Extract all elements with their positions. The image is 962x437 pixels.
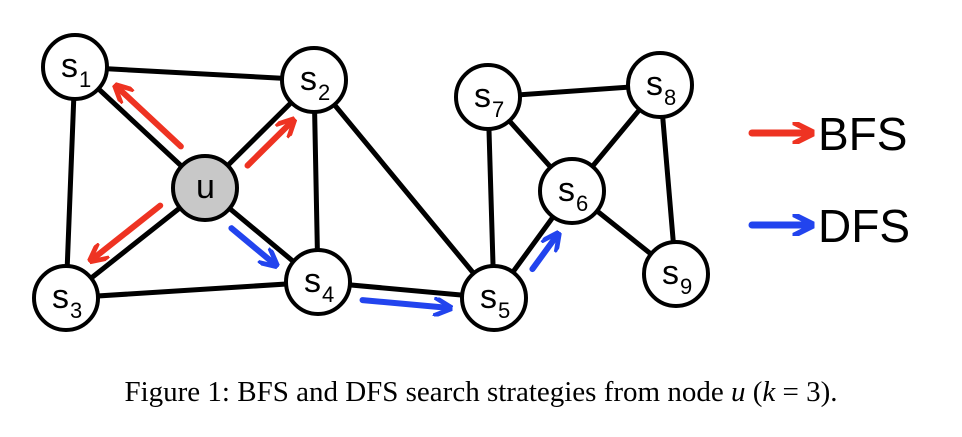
edge-s1-s2 <box>72 64 317 83</box>
bfs-arrow-u-s2 <box>244 122 292 169</box>
legend: BFS DFS <box>748 108 910 252</box>
edge-s3-s4 <box>63 279 321 301</box>
node-label-s8: s <box>646 65 663 103</box>
node-circle-s6 <box>538 157 606 225</box>
caption-equals: = 3). <box>775 376 838 408</box>
figure-caption: Figure 1: BFS and DFS search strategies … <box>0 376 962 409</box>
node-sub-s8: 8 <box>664 85 676 110</box>
node-circle-u <box>171 154 239 222</box>
node-circle-s3 <box>32 264 100 332</box>
caption-var-k: k <box>762 376 776 408</box>
node-circle-s8 <box>626 51 694 119</box>
edge-s2-s5 <box>311 77 497 301</box>
node-label-s1: s <box>61 47 78 85</box>
node-circle-s9 <box>642 240 710 308</box>
legend-bfs-label: BFS <box>818 108 907 160</box>
dfs-arrow-u-s4 <box>228 225 273 263</box>
node-circle-s2 <box>280 46 348 114</box>
node-label-s5: s <box>480 278 497 316</box>
node-label-s4: s <box>304 262 321 300</box>
node-sub-s1: 1 <box>79 67 91 92</box>
node-label-s7: s <box>474 77 491 115</box>
node-circle-s5 <box>460 264 528 332</box>
node-label-s3: s <box>52 278 69 316</box>
node-circle-s1 <box>41 33 109 101</box>
node-label-s9: s <box>662 254 679 292</box>
legend-dfs-label: DFS <box>818 200 910 252</box>
node-u: u <box>171 154 239 222</box>
node-sub-s3: 3 <box>70 298 82 323</box>
edge-s1-s3 <box>63 64 78 301</box>
search-arrows <box>93 88 556 308</box>
caption-var-u: u <box>730 376 746 408</box>
node-label-s6: s <box>558 171 575 209</box>
node-circle-s4 <box>284 248 352 316</box>
node-sub-s2: 2 <box>318 80 330 105</box>
node-sub-s7: 7 <box>492 97 504 122</box>
node-sub-s5: 5 <box>498 298 510 323</box>
caption-prefix: Figure 1: BFS and DFS search strategies … <box>124 376 731 408</box>
dfs-arrow-s4-s5 <box>359 300 447 308</box>
node-sub-s6: 6 <box>576 191 588 216</box>
bfs-arrow-u-s1 <box>118 88 184 150</box>
node-sub-s9: 9 <box>680 274 692 299</box>
node-label-u: u <box>196 168 215 206</box>
node-circle-s7 <box>454 63 522 131</box>
node-label-s2: s <box>300 60 317 98</box>
node-sub-s4: 4 <box>322 282 334 307</box>
dfs-arrow-s5-s6 <box>529 236 556 273</box>
bfs-arrow-u-s3 <box>93 202 164 259</box>
caption-open: ( <box>745 376 763 408</box>
